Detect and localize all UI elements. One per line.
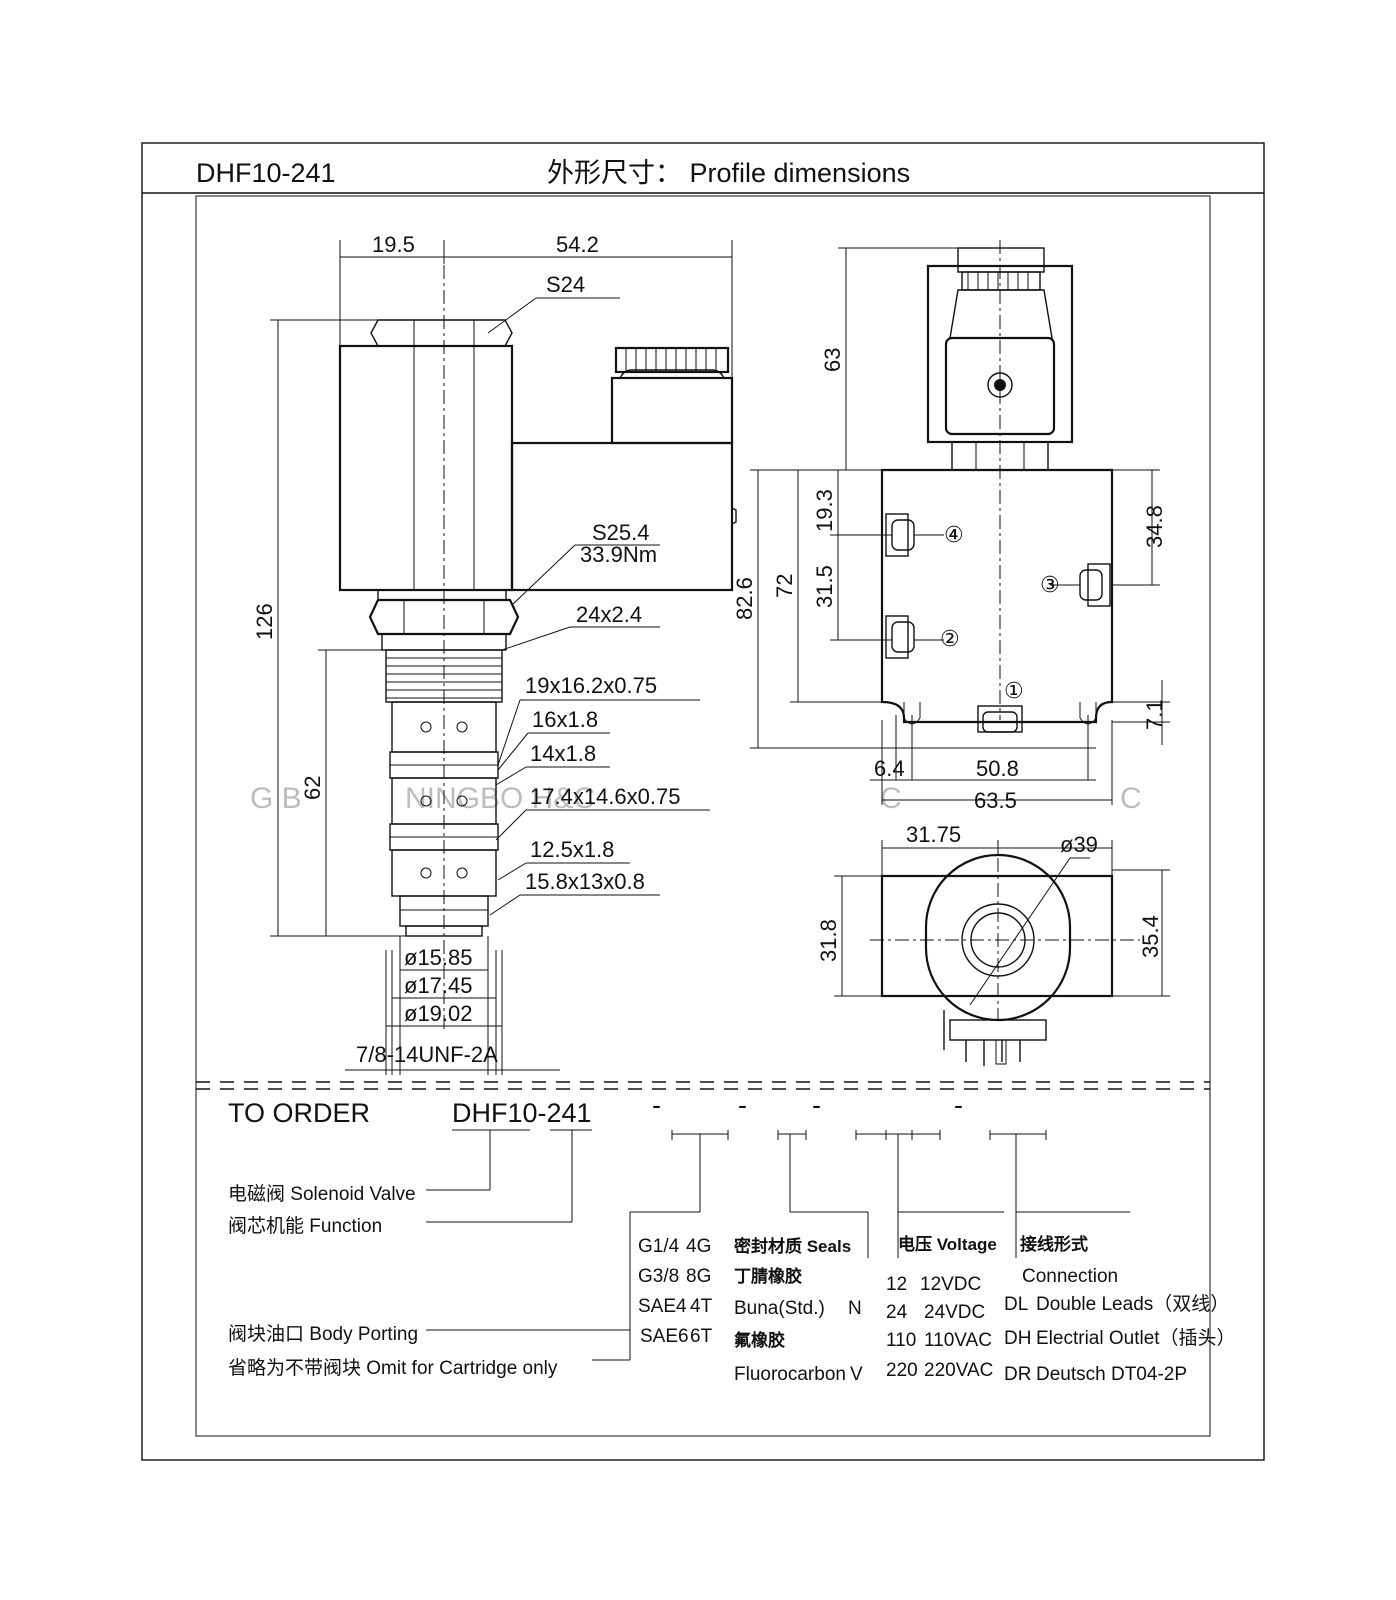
order-heading: TO ORDER bbox=[228, 1098, 370, 1128]
dim-oring6: 15.8x13x0.8 bbox=[525, 869, 645, 894]
seal-2-cn: 氟橡胶 bbox=[734, 1330, 785, 1350]
seals-title: 密封材质 Seals bbox=[734, 1236, 851, 1256]
dim-w-edge: 6.4 bbox=[874, 756, 905, 781]
voltage-2-code: 24 bbox=[886, 1302, 908, 1323]
dim-thread: 7/8-14UNF-2A bbox=[356, 1042, 498, 1067]
watermark-right-a: C bbox=[880, 782, 902, 815]
dim-nut: S24 bbox=[546, 272, 585, 297]
seal-2-name: Fluorocarbon bbox=[734, 1364, 846, 1385]
seal-1-name: Buna(Std.) bbox=[734, 1298, 825, 1319]
voltage-options: 电压 Voltage 12 12VDC 24 24VDC 110 110VAC … bbox=[886, 1234, 997, 1381]
order-model: DHF10-241 bbox=[452, 1098, 592, 1128]
dim-dia3: ø19.02 bbox=[404, 1001, 473, 1026]
order-function-label: 阀芯机能 Function bbox=[228, 1215, 382, 1237]
seals-options: 密封材质 Seals 丁腈橡胶 Buna(Std.) N 氟橡胶 Fluoroc… bbox=[734, 1236, 863, 1385]
order-sep-1: - bbox=[652, 1090, 661, 1120]
dim-width-left: 19.5 bbox=[372, 232, 415, 257]
voltage-4-value: 220VAC bbox=[924, 1360, 993, 1381]
connection-1-name: Double Leads（双线） bbox=[1036, 1293, 1229, 1315]
dim-h-port: 72 bbox=[772, 574, 797, 598]
header-model: DHF10-241 bbox=[196, 158, 336, 188]
port-3-label: ③ bbox=[1040, 572, 1060, 597]
connection-3-name: Deutsch DT04-2P bbox=[1036, 1364, 1187, 1385]
porting-2-name: G3/8 bbox=[638, 1266, 679, 1287]
dim-depth-right: 35.4 bbox=[1138, 915, 1163, 958]
connection-3-code: DR bbox=[1004, 1364, 1031, 1385]
connection-title-en: Connection bbox=[1022, 1266, 1118, 1287]
dim-h-block: 82.6 bbox=[732, 577, 757, 620]
dim-thread-relief: 24x2.4 bbox=[576, 602, 642, 627]
side-view bbox=[750, 240, 1170, 805]
voltage-title: 电压 Voltage bbox=[898, 1234, 997, 1254]
dim-oring1: 19x16.2x0.75 bbox=[525, 673, 657, 698]
connection-1-code: DL bbox=[1004, 1294, 1028, 1315]
watermark-right-b: C bbox=[1120, 782, 1142, 815]
dim-h-port2: 31.5 bbox=[812, 565, 837, 608]
dim-height-total: 126 bbox=[252, 603, 277, 640]
porting-1-name: G1/4 bbox=[638, 1236, 680, 1257]
seal-1-code: N bbox=[848, 1298, 862, 1319]
connection-2-name: Electrial Outlet（插头） bbox=[1036, 1327, 1236, 1349]
front-view bbox=[270, 240, 737, 1075]
porting-4-code: 6T bbox=[690, 1326, 713, 1347]
voltage-1-code: 12 bbox=[886, 1274, 907, 1295]
dim-w-total: 63.5 bbox=[974, 788, 1017, 813]
order-sep-2: - bbox=[738, 1090, 747, 1120]
port-2-label: ② bbox=[940, 626, 960, 651]
connection-options: 接线形式 Connection DL Double Leads（双线） DH E… bbox=[1004, 1234, 1236, 1385]
dim-oring3: 14x1.8 bbox=[530, 741, 596, 766]
porting-4-name: SAE6 bbox=[640, 1326, 689, 1347]
dim-coil-dia: ø39 bbox=[1060, 832, 1098, 857]
dim-h-coil: 63 bbox=[820, 348, 845, 372]
dim-nut2: S25.4 bbox=[592, 520, 650, 545]
seal-1-cn: 丁腈橡胶 bbox=[734, 1266, 802, 1286]
port-4-label: ④ bbox=[944, 522, 964, 547]
dim-dia2: ø17.45 bbox=[404, 973, 473, 998]
order-solenoid-label: 电磁阀 Solenoid Valve bbox=[228, 1183, 416, 1205]
watermark-left: G B bbox=[250, 782, 302, 815]
porting-2-code: 8G bbox=[686, 1266, 711, 1287]
voltage-4-code: 220 bbox=[886, 1360, 918, 1381]
dim-h-port4: 19.3 bbox=[812, 489, 837, 532]
dim-depth-left: 31.8 bbox=[816, 919, 841, 962]
dim-w-mount: 50.8 bbox=[976, 756, 1019, 781]
order-body-porting-label: 阀块油口 Body Porting bbox=[228, 1323, 418, 1345]
top-view bbox=[834, 840, 1170, 1066]
voltage-2-value: 24VDC bbox=[924, 1302, 985, 1323]
port-1-label: ① bbox=[1004, 678, 1024, 703]
dim-oring4: 17.4x14.6x0.75 bbox=[530, 784, 680, 809]
voltage-3-value: 110VAC bbox=[924, 1330, 992, 1351]
dim-oring2: 16x1.8 bbox=[532, 707, 598, 732]
voltage-1-value: 12VDC bbox=[920, 1274, 981, 1295]
dim-h-mount: 7.1 bbox=[1142, 699, 1167, 730]
sheet-frame bbox=[141, 142, 1265, 1461]
porting-3-name: SAE4 bbox=[638, 1296, 687, 1317]
order-sep-4: - bbox=[954, 1090, 963, 1120]
porting-options: G1/4 4G G3/8 8G SAE4 4T SAE6 6T bbox=[638, 1236, 713, 1347]
seal-2-code: V bbox=[850, 1364, 863, 1385]
order-sep-3: - bbox=[812, 1090, 821, 1120]
connection-2-code: DH bbox=[1004, 1328, 1031, 1349]
dim-torque: 33.9Nm bbox=[580, 542, 657, 567]
dim-width-right: 54.2 bbox=[556, 232, 599, 257]
voltage-3-code: 110 bbox=[886, 1330, 916, 1351]
dim-dia1: ø15.85 bbox=[404, 945, 473, 970]
order-leaders bbox=[426, 1129, 1130, 1361]
dim-h-port3: 34.8 bbox=[1142, 505, 1167, 548]
header-title: 外形尺寸： Profile dimensions bbox=[547, 158, 910, 188]
connection-title-cn: 接线形式 bbox=[1020, 1234, 1088, 1254]
dim-offset: 31.75 bbox=[906, 822, 961, 847]
dim-height-cartridge: 62 bbox=[300, 776, 325, 800]
dim-oring5: 12.5x1.8 bbox=[530, 837, 614, 862]
order-omit-label: 省略为不带阀块 Omit for Cartridge only bbox=[228, 1357, 558, 1379]
porting-1-code: 4G bbox=[686, 1236, 711, 1257]
porting-3-code: 4T bbox=[690, 1296, 713, 1317]
